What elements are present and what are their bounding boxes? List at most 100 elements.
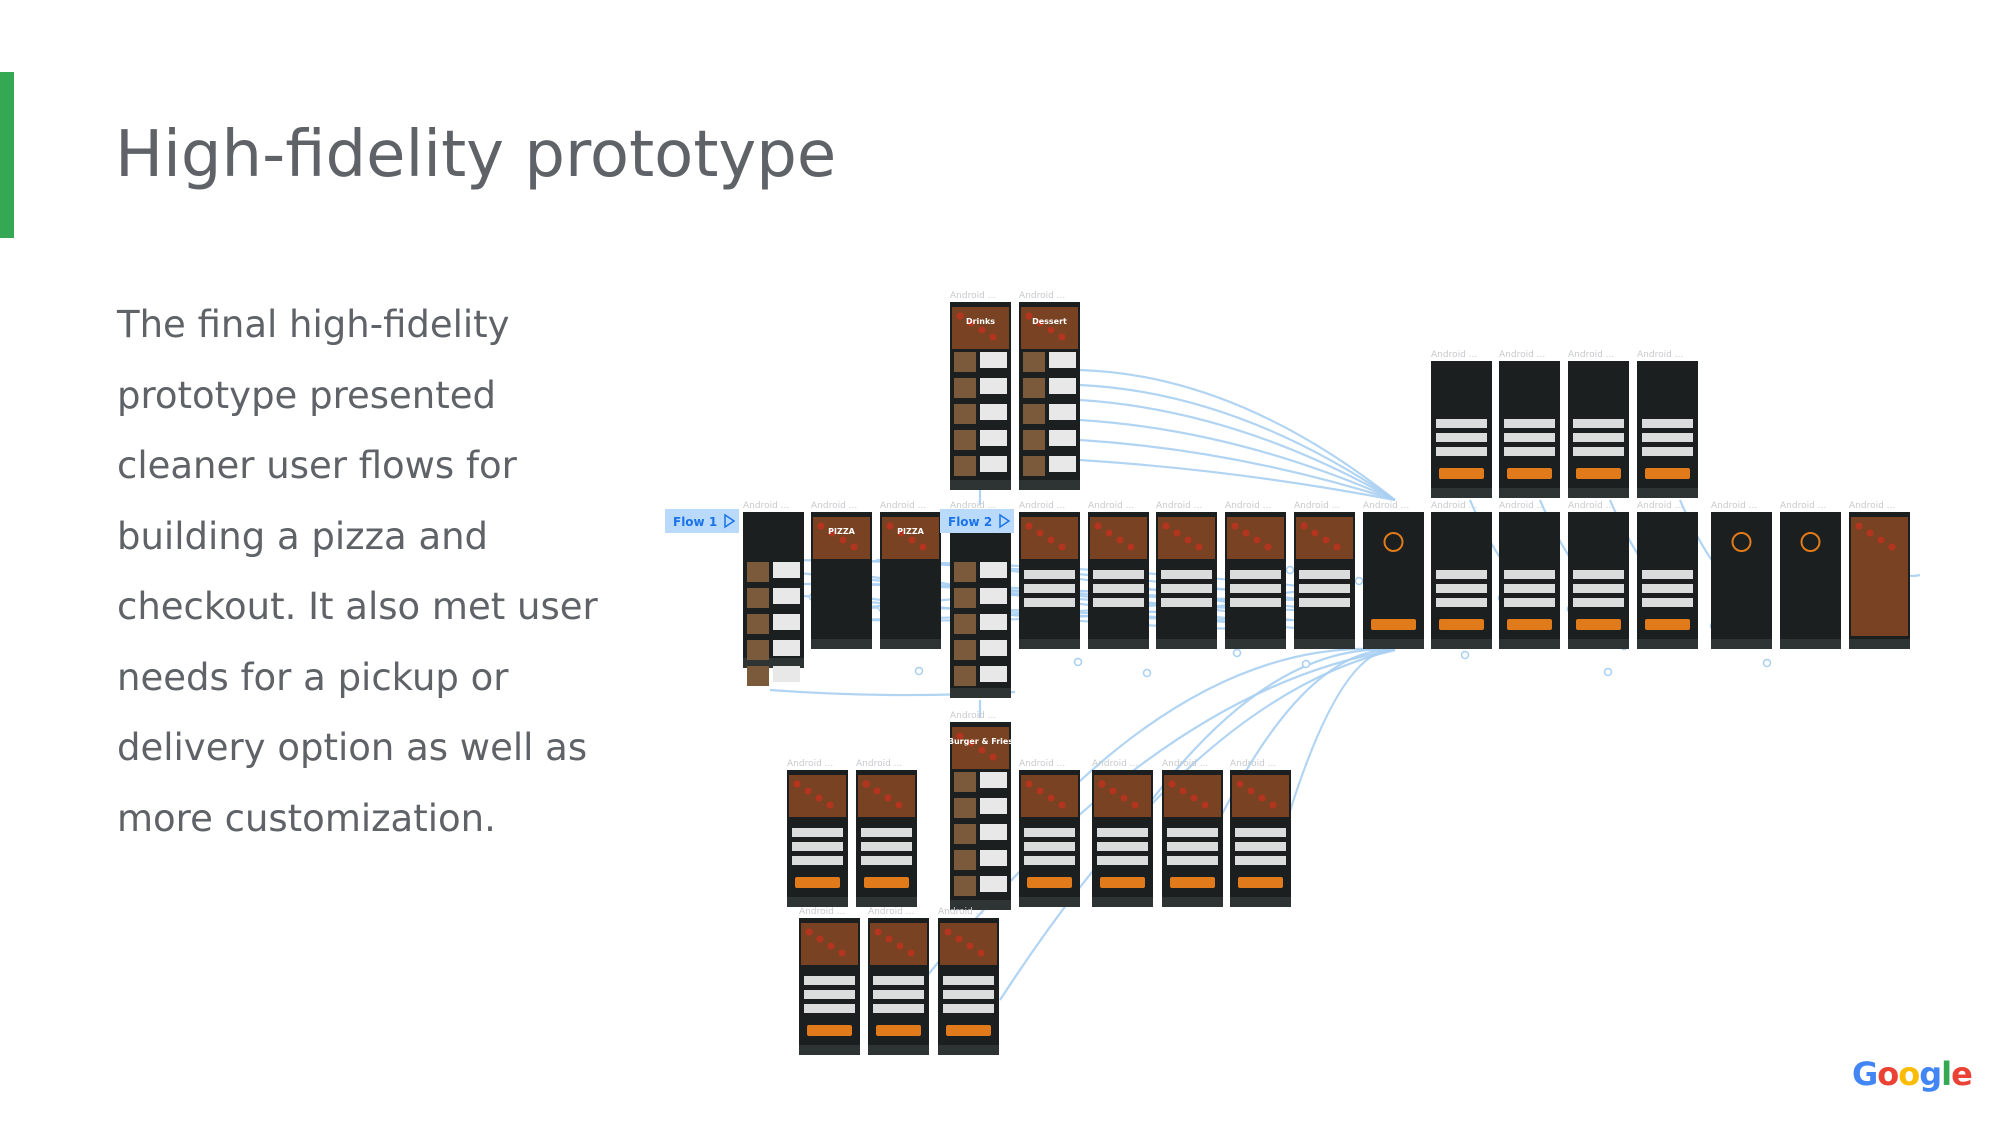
menu-row — [980, 378, 1007, 394]
form-field — [943, 990, 994, 999]
connector-line — [1059, 647, 1396, 801]
pepperoni-dot — [1333, 543, 1341, 551]
form-field — [1642, 447, 1693, 456]
accent-bar — [0, 72, 14, 238]
order-button-shape — [1576, 619, 1621, 630]
screen-frame-label: Android ... — [880, 501, 926, 511]
form-field — [873, 976, 924, 985]
menu-row — [980, 666, 1007, 682]
prototype-screen: Android ... — [1019, 759, 1080, 907]
pepperoni-dot — [1025, 312, 1033, 320]
form-field — [1093, 570, 1144, 579]
form-field — [1235, 828, 1286, 837]
screen-frame-label: Android ... — [1637, 501, 1683, 511]
screen-frame-label: Android ... — [856, 759, 902, 769]
connector-node — [1301, 659, 1311, 669]
prototype-screen: Android ...Drinks — [950, 291, 1011, 490]
pepperoni-dot — [1109, 787, 1117, 795]
connector-line — [999, 648, 1396, 1001]
prototype-screen: Android ... — [1711, 501, 1772, 649]
screen-nav-bar — [787, 897, 848, 907]
order-button-shape — [1645, 468, 1690, 479]
pepperoni-dot — [1120, 794, 1128, 802]
connector-node — [1762, 658, 1772, 668]
pepperoni-dot — [977, 949, 985, 957]
screen-nav-bar — [1019, 480, 1080, 490]
prototype-screen: Android ... — [1088, 501, 1149, 649]
screen-title: Drinks — [966, 317, 995, 326]
pepperoni-dot — [805, 928, 813, 936]
form-field — [1235, 856, 1286, 865]
order-button-shape — [1439, 619, 1484, 630]
pepperoni-dot — [956, 732, 964, 740]
pepperoni-dot — [1168, 780, 1176, 788]
form-field — [1167, 842, 1218, 851]
form-field — [1573, 598, 1624, 607]
form-field — [1024, 856, 1075, 865]
form-field — [804, 1004, 855, 1013]
order-button-shape — [876, 1025, 921, 1036]
form-field — [792, 842, 843, 851]
pepperoni-dot — [1047, 794, 1055, 802]
prototype-screen: Android ... — [799, 907, 860, 1055]
pepperoni-dot — [884, 794, 892, 802]
pepperoni-dot — [1036, 529, 1044, 537]
form-field — [1093, 598, 1144, 607]
pepperoni-dot — [955, 935, 963, 943]
order-button-shape — [1645, 619, 1690, 630]
menu-row — [773, 640, 800, 656]
order-button-shape — [1576, 468, 1621, 479]
pepperoni-dot — [896, 942, 904, 950]
prototype-screen: Android ...PIZZA — [880, 501, 941, 649]
prototype-screen: Android ... — [1230, 759, 1291, 907]
pepperoni-dot — [1236, 780, 1244, 788]
form-field — [861, 842, 912, 851]
pepperoni-dot — [838, 949, 846, 957]
menu-thumb — [1023, 378, 1045, 398]
pepperoni-dot — [885, 935, 893, 943]
pepperoni-dot — [1311, 529, 1319, 537]
pepperoni-dot — [827, 942, 835, 950]
logo-letter: o — [1877, 1055, 1899, 1093]
screen-nav-bar — [1363, 639, 1424, 649]
pepperoni-dot — [908, 536, 916, 544]
screen-frame-label: Android ... — [1019, 759, 1065, 769]
menu-thumb — [747, 666, 769, 686]
logo-letter: l — [1941, 1055, 1952, 1093]
screen-nav-bar — [1568, 639, 1629, 649]
status-glyph — [1731, 532, 1752, 552]
form-field — [1235, 842, 1286, 851]
logo-letter: o — [1898, 1055, 1920, 1093]
pepperoni-dot — [1888, 543, 1896, 551]
pepperoni-dot — [1025, 780, 1033, 788]
menu-thumb — [954, 772, 976, 792]
screen-nav-bar — [1568, 488, 1629, 498]
form-field — [1024, 828, 1075, 837]
screen-frame-label: Android ... — [1092, 759, 1138, 769]
screen-frame-label: Android ... — [938, 907, 984, 917]
screen-hero-image — [1851, 517, 1908, 636]
pepperoni-dot — [1116, 536, 1124, 544]
pepperoni-dot — [1098, 780, 1106, 788]
form-field — [1436, 584, 1487, 593]
screen-nav-bar — [1431, 639, 1492, 649]
order-button-shape — [807, 1025, 852, 1036]
screen-nav-bar — [1849, 639, 1910, 649]
logo-letter: G — [1852, 1055, 1878, 1093]
screen-frame-label: Android ... — [743, 501, 789, 511]
screen-nav-bar — [1019, 897, 1080, 907]
menu-row — [980, 588, 1007, 604]
order-button-shape — [1027, 877, 1072, 888]
prototype-screen: Android ... — [1225, 501, 1286, 649]
pepperoni-dot — [1855, 522, 1863, 530]
menu-thumb — [747, 588, 769, 608]
connector-node — [1073, 657, 1083, 667]
pepperoni-dot — [978, 746, 986, 754]
form-field — [1299, 598, 1350, 607]
pepperoni-dot — [919, 543, 927, 551]
prototype-screen: Android ... — [938, 907, 999, 1055]
pepperoni-dot — [874, 928, 882, 936]
pepperoni-dot — [1058, 543, 1066, 551]
screen-frame-label: Android ... — [799, 907, 845, 917]
form-field — [1024, 584, 1075, 593]
